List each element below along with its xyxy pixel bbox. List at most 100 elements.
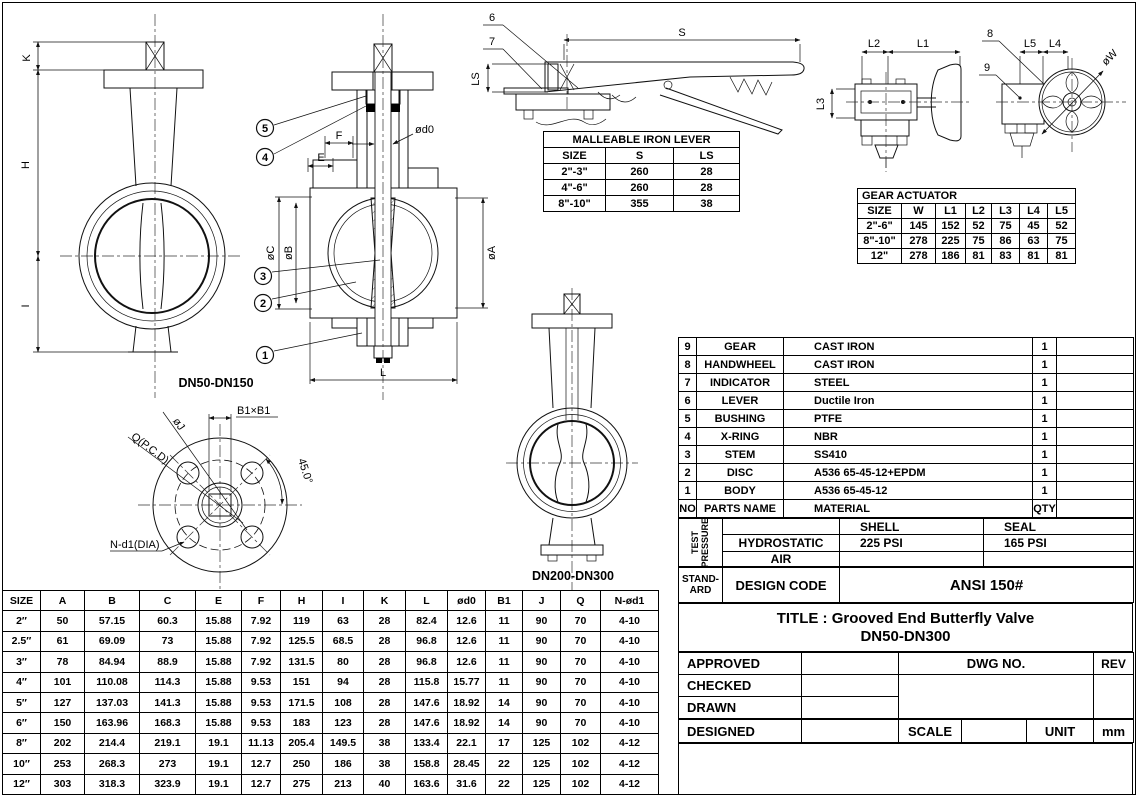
cell: 150	[40, 712, 85, 734]
cell: 151	[280, 671, 323, 693]
lever-table-title: MALLEABLE IRON LEVER	[543, 131, 740, 148]
cell: 7.92	[241, 651, 281, 673]
cell: 303	[40, 773, 85, 796]
designed-value	[801, 719, 899, 743]
dim-l4-label: L4	[1049, 38, 1061, 50]
flange-bolt-circle-view: B1×B1 øJ Q(P.C.D) 45.0° N-d1(DIA)	[110, 405, 315, 590]
dwg-no-label: DWG NO.	[898, 652, 1094, 675]
cell: 28.45	[447, 753, 486, 775]
cell: 22	[485, 773, 523, 796]
section-view: ød0 F E øC øB øA L	[253, 14, 498, 400]
cell: 40	[363, 773, 406, 796]
header-cell: SIZE	[543, 147, 606, 164]
cell: 70	[560, 610, 601, 632]
cell: 260	[605, 179, 674, 196]
dim-k-label: K	[21, 54, 33, 62]
cell: 102	[560, 732, 601, 755]
cell: 4-10	[600, 651, 659, 673]
cell: 90	[522, 712, 561, 734]
cell: 4	[678, 427, 697, 446]
cell: 38	[363, 732, 406, 755]
cell: 86	[991, 233, 1020, 249]
header-cell: H	[280, 589, 323, 612]
cell: 1	[1032, 463, 1057, 482]
approval-block: APPROVED DWG NO. REV CHECKED DRAWN	[678, 652, 1134, 719]
cell: 70	[560, 691, 601, 714]
test-pressure-block: TEST PRESSURE SHELL SEAL HYDROSTATIC 225…	[678, 518, 1134, 567]
cell: NBR	[783, 427, 1033, 446]
cell: 5″	[2, 691, 41, 714]
header-cell: SIZE	[2, 589, 41, 612]
cell: 38	[363, 753, 406, 775]
dim-a-label: øA	[486, 245, 498, 260]
cell: 63	[1019, 233, 1048, 249]
header-cell: F	[241, 589, 281, 612]
cell: SS410	[783, 445, 1033, 464]
cell: 1	[678, 481, 697, 500]
cell: 1	[1032, 355, 1057, 374]
cell: 70	[560, 651, 601, 673]
cell: STEEL	[783, 373, 1033, 392]
cell: 186	[322, 753, 364, 775]
cell: 183	[280, 712, 323, 734]
header-cell: L5	[1046, 203, 1077, 219]
front-view-dn50-dn150: K H I DN50-DN150	[20, 14, 254, 398]
cell: INDICATOR	[696, 373, 784, 392]
cell: 125	[522, 753, 561, 775]
balloon-2: 2	[253, 293, 273, 313]
svg-text:2: 2	[260, 298, 266, 310]
cell: 80	[322, 651, 364, 673]
svg-text:1: 1	[262, 350, 268, 362]
cell: 38	[673, 195, 740, 212]
cell: 4-12	[600, 773, 659, 796]
standard-label: STAND- ARD	[678, 567, 723, 603]
cell: 2"-6"	[857, 218, 902, 234]
dim-l2-label: L2	[868, 38, 880, 50]
cell: 273	[139, 753, 196, 775]
view-caption-dn200-dn300: DN200-DN300	[532, 569, 614, 583]
cell: 22.1	[447, 732, 486, 755]
cell: 11	[485, 671, 523, 693]
cell: 15.88	[195, 691, 242, 714]
cell: 4-10	[600, 691, 659, 714]
cell: 70	[560, 712, 601, 734]
cell: 1	[1032, 445, 1057, 464]
shell-header: SHELL	[839, 518, 984, 535]
cell: X-RING	[696, 427, 784, 446]
cell: 69.09	[84, 630, 140, 653]
cell: 1	[1032, 391, 1057, 410]
cell: 127	[40, 691, 85, 714]
dim-q-label: Q(P.C.D)	[129, 431, 171, 467]
cell: 102	[560, 753, 601, 775]
cell: 81	[965, 248, 992, 264]
scale-value	[961, 719, 1027, 743]
cell: 90	[522, 651, 561, 673]
cell: 1	[1032, 373, 1057, 392]
cell: 2"-3"	[543, 163, 606, 180]
approved-value	[801, 652, 899, 675]
header-cell: L4	[1019, 203, 1048, 219]
header-cell: E	[195, 589, 242, 612]
cell: 2″	[2, 610, 41, 632]
cell: 11	[485, 630, 523, 653]
cell: 75	[965, 233, 992, 249]
empty-cell	[722, 518, 840, 535]
view-caption-dn50-dn150: DN50-DN150	[178, 376, 253, 390]
cell: PTFE	[783, 409, 1033, 428]
svg-text:4: 4	[262, 152, 269, 164]
header-cell: MATERIAL	[783, 499, 1033, 518]
seal-pressure-value: 165 PSI	[983, 534, 1134, 552]
dim-s-label: S	[678, 27, 685, 39]
header-cell: A	[40, 589, 85, 612]
cell: 15.88	[195, 712, 242, 734]
